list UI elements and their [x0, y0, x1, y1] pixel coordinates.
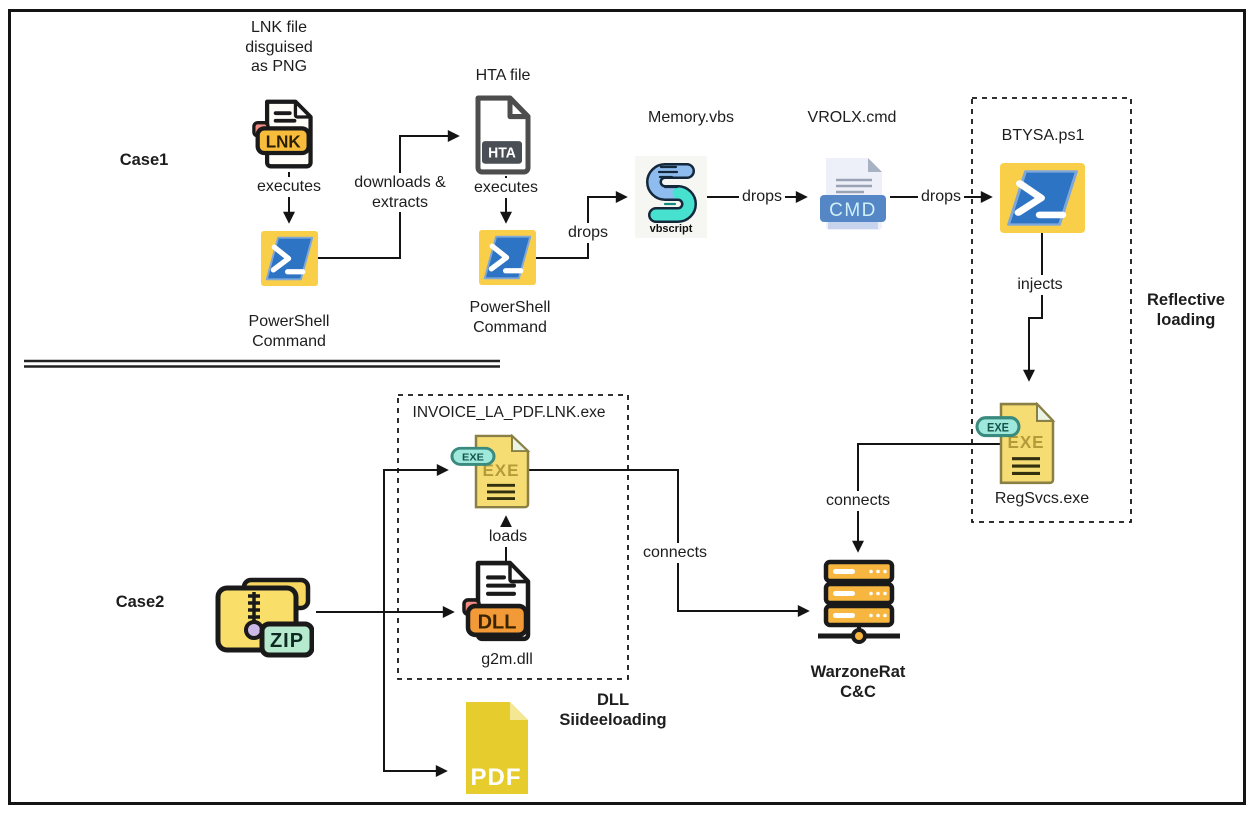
drops-label-1: drops [564, 223, 612, 243]
lnk-file-icon: LNK [252, 98, 320, 172]
injects-label: injects [1014, 275, 1066, 295]
drops-label-3: drops [917, 187, 965, 207]
drops-label-2: drops [738, 187, 786, 207]
warzone-server-icon [813, 558, 905, 646]
hta-file-label: HTA file [475, 67, 531, 84]
wire-regsvcs-connects [852, 443, 1001, 553]
invoice-box [397, 394, 629, 680]
dll-file-icon: DLL [462, 559, 538, 645]
pdf-text: PDF [471, 764, 522, 791]
executes-label-1: executes [253, 177, 325, 197]
regsvcs-exe-icon: EXE EXE [975, 402, 1063, 486]
dll-sideloading-label: DLL Siideeloading [559, 691, 667, 730]
cmd-banner-text: CMD [829, 200, 877, 221]
reflective-loading-box [971, 97, 1132, 523]
regsvcs-exe-label: RegSvcs.exe [994, 490, 1090, 507]
powershell-icon-2 [479, 230, 536, 285]
lnk-file-caption: LNK file disguised as PNG [245, 19, 313, 76]
wire-branch-to-exe [383, 464, 449, 612]
zip-badge-text: ZIP [270, 630, 304, 652]
exe-badge-text: EXE [987, 422, 1009, 434]
g2m-dll-label: g2m.dll [481, 651, 533, 668]
memory-vbs-label: Memory.vbs [648, 109, 734, 126]
wire-branch-to-pdf [383, 612, 448, 777]
cmd-file-icon: CMD [816, 156, 890, 236]
powershell-icon-3 [1000, 163, 1085, 233]
vrolx-cmd-label: VROLX.cmd [807, 109, 897, 126]
powershell2-label: PowerShell Command [469, 299, 551, 336]
hta-box-text: HTA [488, 145, 516, 161]
connects-label-regsvcs: connects [822, 491, 894, 511]
loads-label: loads [485, 527, 531, 547]
wire-ps3-injects [1023, 233, 1043, 382]
lnk-banner-text: LNK [266, 132, 302, 151]
vbscript-caption: vbscript [650, 223, 693, 235]
connects-label-case2: connects [639, 543, 711, 563]
wire-exe-connects [528, 469, 810, 617]
pdf-file-icon: PDF [464, 702, 530, 794]
invoice-exe-icon: EXE EXE [450, 434, 538, 510]
exe-doc-text: EXE [482, 461, 519, 480]
downloads-extracts-label: downloads & extracts [351, 173, 449, 213]
reflective-loading-label: Reflective loading [1147, 291, 1225, 330]
zip-folder-icon: ZIP [210, 568, 314, 658]
exe-doc-text: EXE [1007, 432, 1044, 452]
vbscript-icon: vbscript [635, 156, 707, 238]
exe-badge-text: EXE [462, 452, 484, 464]
case2-label: Case2 [115, 593, 165, 611]
case-divider [24, 359, 500, 368]
invoice-box-label: INVOICE_LA_PDF.LNK.exe [412, 404, 606, 421]
btysa-ps1-label: BTYSA.ps1 [1001, 127, 1085, 144]
executes-label-2: executes [470, 178, 542, 198]
powershell-icon-1 [261, 231, 318, 286]
hta-file-icon: HTA [470, 94, 536, 176]
dll-banner-text: DLL [478, 611, 517, 633]
powershell1-label: PowerShell Command [248, 313, 330, 350]
warzonerat-cc-label: WarzoneRat C&C [810, 663, 906, 702]
case1-label: Case1 [119, 151, 169, 169]
